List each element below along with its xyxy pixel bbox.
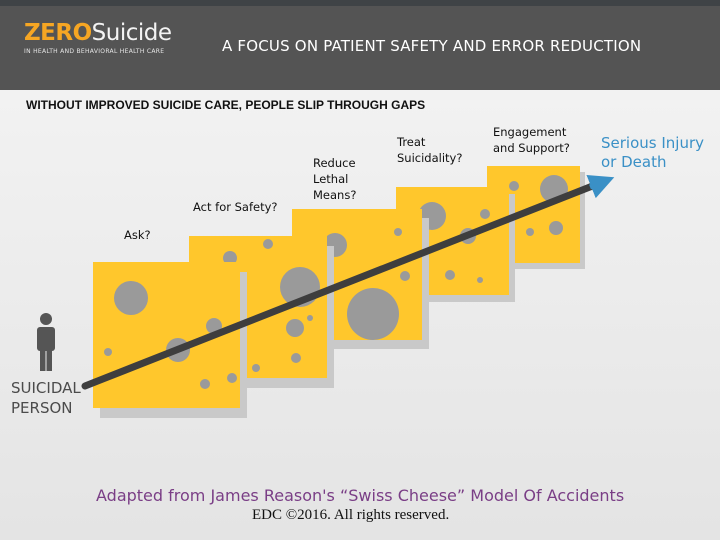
layer-label-engagement-line1: Engagement bbox=[493, 125, 567, 139]
outcome-line2: or Death bbox=[601, 153, 667, 171]
layer-label-ask: Ask? bbox=[124, 228, 151, 242]
layer-label-lethal-means: Reduce Lethal Means? bbox=[313, 155, 356, 203]
trajectory-arrow bbox=[81, 174, 615, 390]
person-label-line2: PERSON bbox=[11, 399, 73, 417]
layer-label-engagement: Engagement and Support? bbox=[493, 124, 570, 156]
logo-suicide-text: Suicide bbox=[91, 20, 172, 46]
cheese-slice-ask bbox=[93, 262, 247, 418]
header-bar bbox=[0, 6, 720, 90]
source-caption: Adapted from James Reason's “Swiss Chees… bbox=[96, 486, 625, 505]
zero-suicide-logo: ZEROSuicide bbox=[24, 20, 172, 46]
layer-label-treat-line1: Treat bbox=[397, 135, 426, 149]
person-label-line1: SUICIDAL bbox=[11, 379, 81, 397]
outcome-line1: Serious Injury bbox=[601, 134, 705, 152]
header-title: A FOCUS ON PATIENT SAFETY AND ERROR REDU… bbox=[222, 37, 642, 55]
layer-label-treat-line2: Suicidality? bbox=[397, 151, 463, 165]
diagram-subtitle: WITHOUT IMPROVED SUICIDE CARE, PEOPLE SL… bbox=[26, 98, 426, 112]
top-strip bbox=[0, 0, 720, 6]
suicidal-person-label: SUICIDAL PERSON bbox=[11, 378, 81, 418]
layer-label-lethal-line1: Reduce bbox=[313, 156, 356, 170]
outcome-label: Serious Injury or Death bbox=[601, 134, 704, 172]
layer-label-engagement-line2: and Support? bbox=[493, 141, 570, 155]
copyright-notice: EDC ©2016. All rights reserved. bbox=[252, 507, 450, 523]
layer-label-lethal-line3: Means? bbox=[313, 188, 357, 202]
logo-tagline: IN HEALTH AND BEHAVIORAL HEALTH CARE bbox=[24, 48, 165, 55]
logo-zero-text: ZERO bbox=[24, 20, 92, 46]
layer-label-lethal-line2: Lethal bbox=[313, 172, 349, 186]
person-icon bbox=[37, 313, 55, 371]
layer-label-safety: Act for Safety? bbox=[193, 200, 278, 214]
layer-label-treat: Treat Suicidality? bbox=[397, 134, 462, 166]
